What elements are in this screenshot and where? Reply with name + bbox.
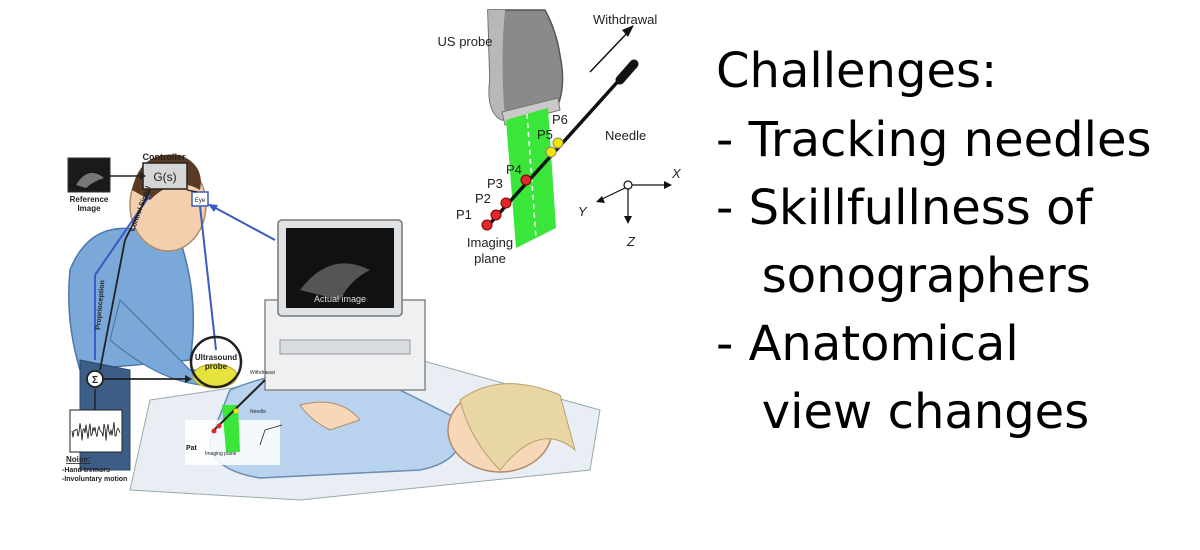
point-p1 [481, 219, 493, 231]
eye-label: Eye [195, 198, 206, 204]
noise-title: Noise: [66, 455, 90, 464]
needle-probe-diagram: US probe Needle Withdrawal P1 P2 P3 P4 P… [438, 9, 682, 266]
monitor-to-eye-arrow [209, 204, 276, 241]
mini-probe-inset: Withdrawal Needle Imaging plane Pat [185, 370, 283, 465]
label-p4: P4 [506, 162, 522, 177]
label-p2: P2 [475, 191, 491, 206]
sonographer-shirt [68, 227, 195, 371]
label-p3: P3 [487, 176, 503, 191]
needle-hub [615, 59, 639, 85]
patient-hair [459, 383, 576, 471]
arrowhead-3 [185, 375, 192, 383]
challenges-panel: Challenges: - Tracking needles - Skillfu… [716, 36, 1196, 446]
mini-needle [211, 379, 266, 433]
mini-point-1 [211, 428, 217, 434]
control-signal-line [124, 189, 151, 241]
axis-x-head [664, 181, 672, 189]
label-p6: P6 [552, 112, 568, 127]
us-machine-keyboard [279, 339, 411, 355]
ultrasound-probe-circle [189, 335, 243, 389]
label-p1: P1 [456, 207, 472, 222]
axis-z-label: Z [626, 234, 636, 249]
withdrawal-arrow [589, 29, 631, 73]
proprioception-label: Proprioception [95, 280, 106, 330]
actual-image-scan [300, 263, 370, 300]
mini-axis-z [259, 429, 266, 446]
sonographer-illustration: Actual image Reference Image Controller … [62, 152, 601, 501]
reference-image-label-l1: Reference [70, 195, 109, 204]
challenge-item-1: - Tracking needles [716, 112, 1152, 168]
mini-withdrawal-label: Withdrawal [250, 370, 275, 376]
axis-z-head [624, 216, 632, 224]
point-p6 [552, 137, 564, 149]
challenge-item-3-cont: view changes [716, 384, 1090, 440]
noise-item-1: -Hand tremors [62, 467, 110, 474]
withdrawal-label: Withdrawal [593, 12, 657, 27]
axis-y-label: Y [578, 204, 588, 219]
challenge-item-2: - Skillfullness of [716, 180, 1093, 236]
control-signal-line-2 [99, 239, 126, 371]
withdrawal-arrowhead [622, 25, 634, 37]
noise-waveform [71, 421, 121, 441]
ultrasound-probe-label-l1: Ultrasound [195, 353, 237, 362]
noise-signal-box [69, 409, 123, 453]
ultrasound-probe-label-l2: probe [205, 362, 228, 371]
mini-needle-label: Needle [250, 409, 266, 415]
patient-arm [299, 401, 361, 431]
axis-y [599, 187, 626, 201]
axis-y-head [596, 196, 605, 203]
controller-to-eye [186, 189, 198, 193]
reference-image-label-l2: Image [77, 204, 101, 213]
axes-origin [623, 180, 633, 190]
challenge-item-3: - Anatomical [716, 316, 1019, 372]
arrowhead-1 [140, 172, 146, 180]
transfer-function: G(s) [153, 170, 176, 184]
challenge-item-2-cont: sonographers [716, 248, 1091, 304]
reference-image-scan [76, 172, 104, 188]
imaging-plane-label-l2: plane [474, 251, 506, 266]
label-p5: P5 [537, 127, 553, 142]
arrowhead-2 [208, 204, 218, 212]
point-p2 [490, 209, 502, 221]
noise-item-2: -Involuntary motion [62, 476, 127, 483]
controller-block [142, 162, 188, 190]
mini-point-2 [216, 423, 222, 429]
axis-x-label: X [671, 166, 682, 181]
sum-symbol: Σ [92, 375, 98, 386]
point-p5 [545, 146, 557, 158]
mini-imaging-plane-label: Imaging plane [205, 451, 237, 457]
mini-point-5 [233, 408, 239, 414]
eye-to-probe-line [199, 205, 217, 351]
mini-axis-x [264, 424, 283, 431]
us-probe-label: US probe [438, 34, 493, 49]
controller-label: Controller [142, 152, 185, 162]
point-p4 [520, 174, 532, 186]
point-p3 [500, 197, 512, 209]
challenges-title: Challenges: [716, 43, 998, 99]
imaging-plane-centerline [526, 113, 537, 239]
actual-image-label: Actual image [314, 294, 366, 304]
mini-pat-label: Pat [186, 445, 198, 452]
us-probe-highlight [488, 10, 505, 120]
imaging-plane-label-l1: Imaging [467, 235, 513, 250]
needle-label: Needle [605, 128, 646, 143]
